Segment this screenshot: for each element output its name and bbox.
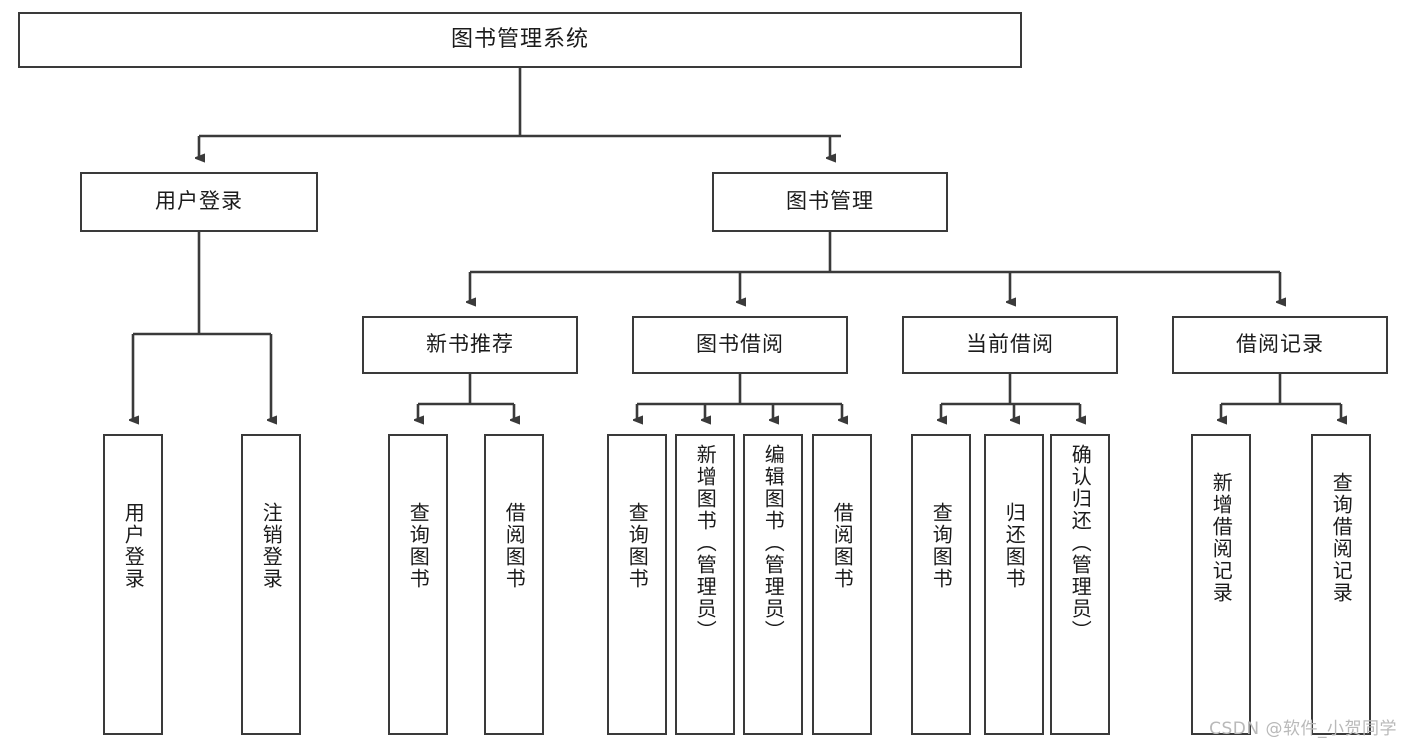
node-leaf-user-logout-label: 注销登录: [259, 502, 284, 590]
node-leaf-bb-add[interactable]: 新增图书（管理员）: [675, 434, 735, 735]
node-borrow-record[interactable]: 借阅记录: [1172, 316, 1388, 374]
node-leaf-rec-borrow[interactable]: 借阅图书: [484, 434, 544, 735]
node-leaf-bb-borrow[interactable]: 借阅图书: [812, 434, 872, 735]
node-leaf-cb-confirm[interactable]: 确认归还（管理员）: [1050, 434, 1110, 735]
node-leaf-bb-query[interactable]: 查询图书: [607, 434, 667, 735]
node-leaf-cb-query[interactable]: 查询图书: [911, 434, 971, 735]
node-leaf-cb-query-label: 查询图书: [929, 502, 954, 590]
node-leaf-rec-query-label: 查询图书: [406, 502, 431, 590]
node-leaf-user-logout[interactable]: 注销登录: [241, 434, 301, 735]
node-leaf-bb-borrow-label: 借阅图书: [830, 502, 855, 590]
node-book-manage[interactable]: 图书管理: [712, 172, 948, 232]
node-leaf-br-query[interactable]: 查询借阅记录: [1311, 434, 1371, 735]
node-root[interactable]: 图书管理系统: [18, 12, 1022, 68]
node-leaf-rec-query[interactable]: 查询图书: [388, 434, 448, 735]
node-new-book-rec[interactable]: 新书推荐: [362, 316, 578, 374]
node-leaf-rec-borrow-label: 借阅图书: [502, 502, 527, 590]
node-root-label: 图书管理系统: [450, 26, 589, 52]
node-leaf-br-query-label: 查询借阅记录: [1329, 472, 1354, 604]
node-current-borrow-label: 当前借阅: [966, 332, 1054, 357]
node-leaf-bb-add-label: 新增图书（管理员）: [693, 444, 718, 642]
node-book-manage-label: 图书管理: [786, 189, 874, 214]
node-leaf-br-add[interactable]: 新增借阅记录: [1191, 434, 1251, 735]
node-leaf-cb-confirm-label: 确认归还（管理员）: [1068, 444, 1093, 642]
node-book-borrow-label: 图书借阅: [696, 332, 784, 357]
node-leaf-bb-edit-label: 编辑图书（管理员）: [761, 444, 786, 642]
node-leaf-bb-query-label: 查询图书: [625, 502, 650, 590]
node-leaf-bb-edit[interactable]: 编辑图书（管理员）: [743, 434, 803, 735]
node-leaf-cb-return-label: 归还图书: [1002, 502, 1027, 590]
node-current-borrow[interactable]: 当前借阅: [902, 316, 1118, 374]
node-user-login-label: 用户登录: [155, 189, 243, 214]
node-book-borrow[interactable]: 图书借阅: [632, 316, 848, 374]
watermark: CSDN @软件_小贺同学: [1209, 719, 1397, 739]
node-leaf-cb-return[interactable]: 归还图书: [984, 434, 1044, 735]
node-new-book-rec-label: 新书推荐: [426, 332, 514, 357]
node-leaf-br-add-label: 新增借阅记录: [1209, 472, 1234, 604]
node-user-login[interactable]: 用户登录: [80, 172, 318, 232]
node-leaf-user-login[interactable]: 用户登录: [103, 434, 163, 735]
node-leaf-user-login-label: 用户登录: [121, 502, 146, 590]
node-borrow-record-label: 借阅记录: [1236, 332, 1324, 357]
